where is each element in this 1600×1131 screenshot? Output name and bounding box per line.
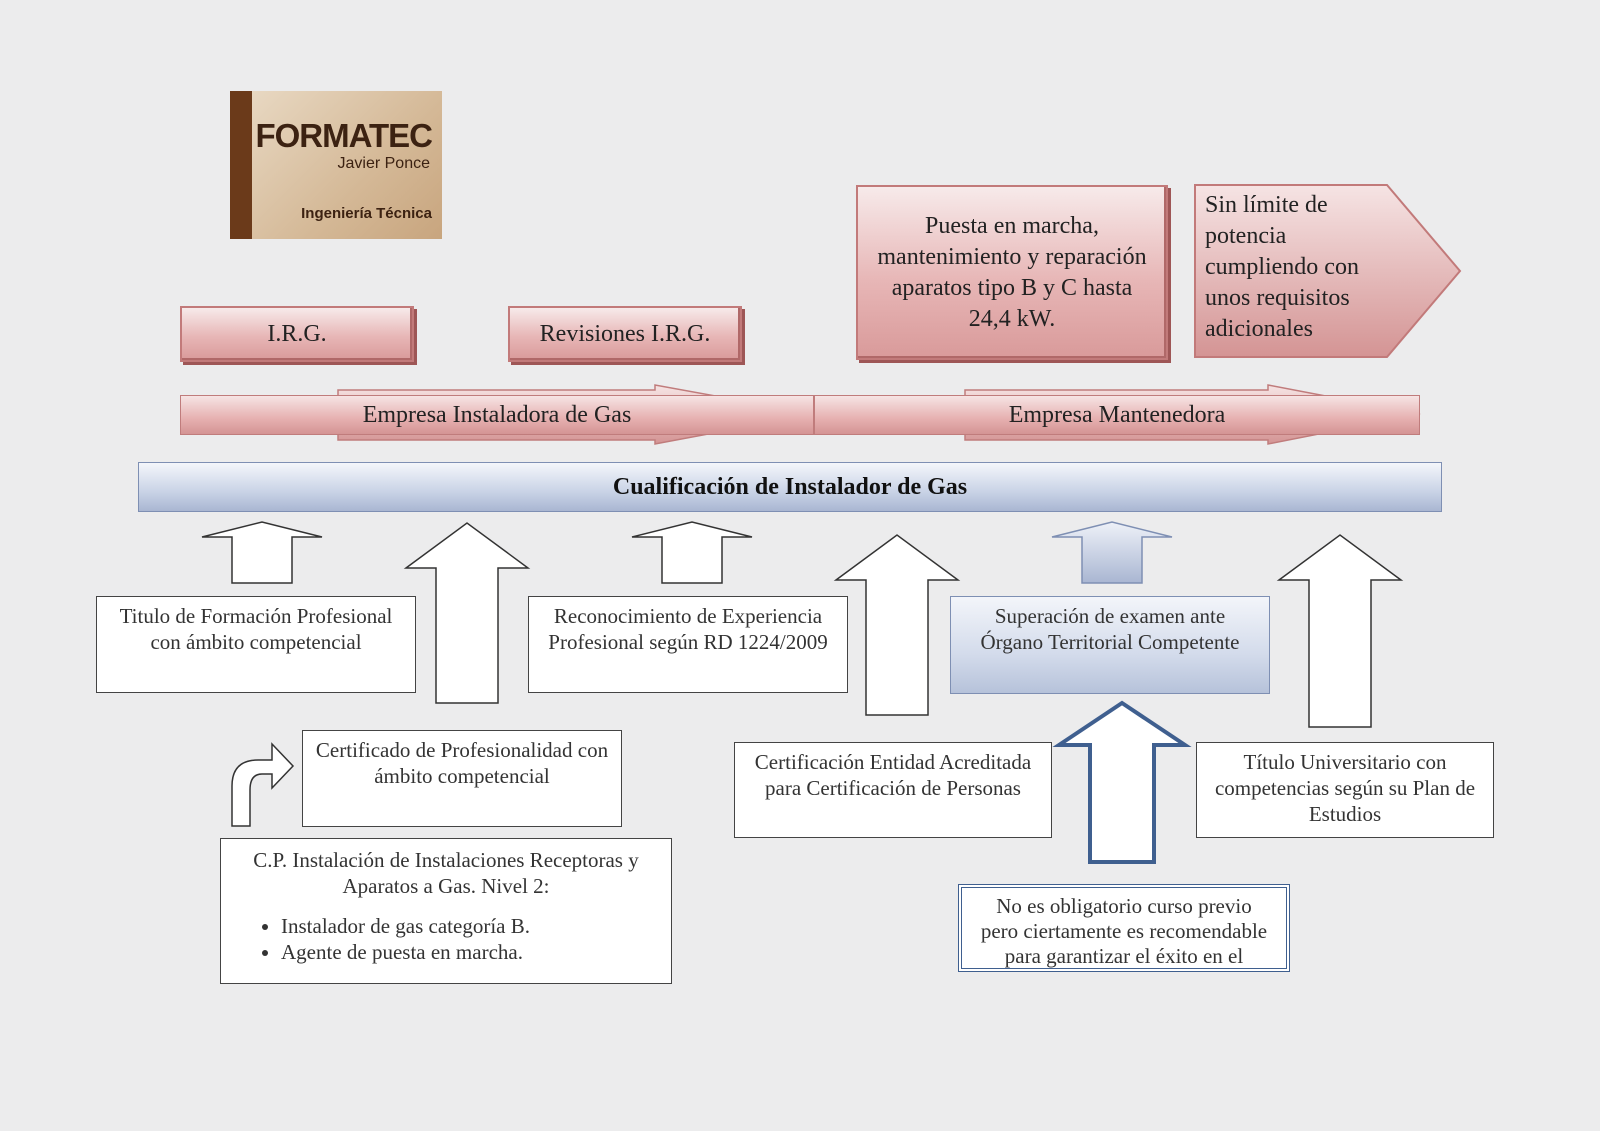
irg-label: I.R.G. bbox=[267, 320, 327, 347]
empresa-instaladora-band: Empresa Instaladora de Gas bbox=[180, 395, 814, 435]
certificacion-box: Certificación Entidad Acreditada para Ce… bbox=[734, 742, 1052, 838]
cp-title: C.P. Instalación de Instalaciones Recept… bbox=[253, 848, 639, 898]
arrow-up-certificado bbox=[403, 522, 531, 704]
cualificacion-bar: Cualificación de Instalador de Gas bbox=[138, 462, 1442, 512]
sin-limite-text: Sin límite de potencia cumpliendo con un… bbox=[1205, 192, 1359, 342]
superacion-examen-box: Superación de examen ante Órgano Territo… bbox=[950, 596, 1270, 694]
no-obligatorio-box: No es obligatorio curso previo pero cier… bbox=[958, 884, 1290, 972]
cualificacion-label: Cualificación de Instalador de Gas bbox=[612, 473, 968, 500]
empresa-mantenedora-band: Empresa Mantenedora bbox=[814, 395, 1420, 435]
reconocimiento-box: Reconocimiento de Experiencia Profesiona… bbox=[528, 596, 848, 693]
formatec-logo: FORMATEC Javier Ponce Ingeniería Técnica bbox=[230, 91, 442, 239]
empresa-instaladora-label: Empresa Instaladora de Gas bbox=[362, 401, 632, 428]
revisiones-irg-box: Revisiones I.R.G. bbox=[508, 306, 742, 362]
irg-box: I.R.G. bbox=[180, 306, 414, 362]
cp-instalacion-box: C.P. Instalación de Instalaciones Recept… bbox=[220, 838, 672, 984]
logo-tagline: Ingeniería Técnica bbox=[301, 205, 432, 222]
certificado-box: Certificado de Profesionalidad con ámbit… bbox=[302, 730, 622, 827]
cp-list: Instalador de gas categoría B. Agente de… bbox=[231, 913, 661, 965]
logo-author: Javier Ponce bbox=[337, 155, 431, 172]
sin-limite-chevron bbox=[1194, 184, 1462, 358]
arrow-up-certificacion bbox=[833, 534, 961, 716]
puesta-en-marcha-box: Puesta en marcha, mantenimiento y repara… bbox=[856, 185, 1168, 360]
arrow-up-superacion bbox=[1051, 521, 1173, 584]
bent-arrow bbox=[231, 742, 295, 827]
titulo-fp-box: Titulo de Formación Profesional con ámbi… bbox=[96, 596, 416, 693]
cp-item: Instalador de gas categoría B. bbox=[281, 913, 661, 939]
puesta-en-marcha-label: Puesta en marcha, mantenimiento y repara… bbox=[877, 212, 1147, 332]
logo-brand: FORMATEC bbox=[255, 117, 433, 154]
arrow-up-titulo-fp bbox=[201, 521, 323, 584]
cp-item: Agente de puesta en marcha. bbox=[281, 939, 661, 965]
arrow-up-no-obligatorio bbox=[1052, 700, 1192, 864]
empresa-mantenedora-label: Empresa Mantenedora bbox=[1008, 401, 1226, 428]
arrow-up-reconocimiento bbox=[631, 521, 753, 584]
revisiones-irg-label: Revisiones I.R.G. bbox=[539, 320, 711, 347]
titulo-universitario-box: Título Universitario con competencias se… bbox=[1196, 742, 1494, 838]
arrow-up-universitario bbox=[1276, 534, 1404, 728]
